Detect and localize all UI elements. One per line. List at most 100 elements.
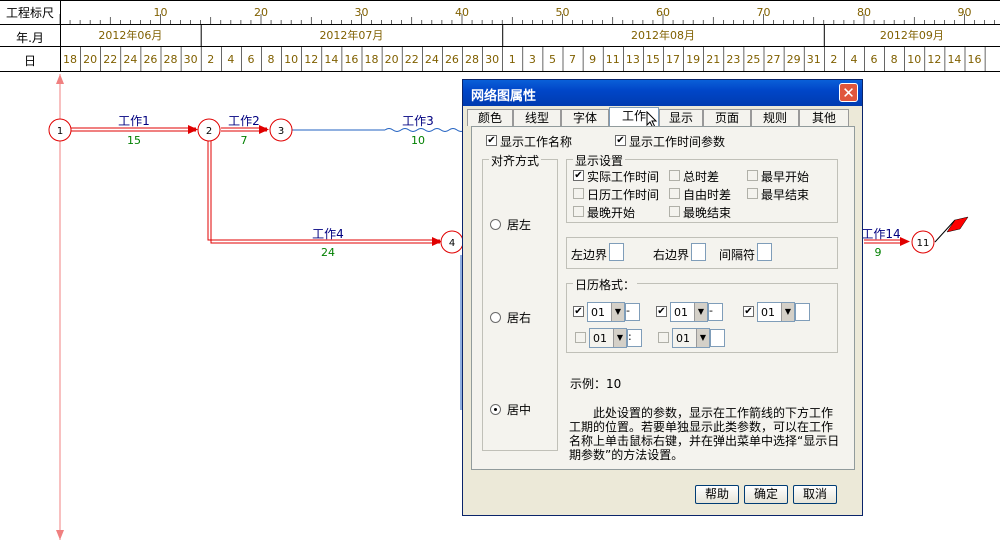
day-label: 11 <box>606 53 620 66</box>
chevron-down-icon: ▼ <box>613 329 626 347</box>
cal-hour-select[interactable]: 01▼ <box>589 328 627 348</box>
cal-hour-sep-input[interactable]: : <box>627 329 642 347</box>
tab-page[interactable]: 页面 <box>703 109 751 126</box>
work-duration-2: 7 <box>241 134 248 147</box>
tab-linetype[interactable]: 线型 <box>513 109 561 126</box>
tab-font[interactable]: 字体 <box>561 109 609 126</box>
node-11[interactable]: 11 <box>911 230 935 254</box>
cal-month-checkbox[interactable]: ✔ <box>656 306 667 317</box>
free-float-label: 自由时差 <box>683 188 732 202</box>
cal-year-select[interactable]: 01▼ <box>587 302 625 322</box>
latest-finish-checkbox[interactable] <box>669 206 680 217</box>
day-label: 12 <box>304 53 318 66</box>
cal-day-sep-input[interactable] <box>795 303 810 321</box>
day-label: 23 <box>726 53 740 66</box>
tab-rules[interactable]: 规则 <box>751 109 799 126</box>
cal-minute-sep-input[interactable] <box>710 329 725 347</box>
cal-hour-checkbox[interactable] <box>575 332 586 343</box>
svg-text:2: 2 <box>206 126 212 137</box>
cal-month-select[interactable]: 01▼ <box>670 302 708 322</box>
day-label: 6 <box>247 53 254 66</box>
node-1[interactable]: 1 <box>48 118 72 142</box>
node-2[interactable]: 2 <box>197 118 221 142</box>
show-work-name-label: 显示工作名称 <box>500 135 573 149</box>
calendar-work-time-checkbox[interactable] <box>573 188 584 199</box>
day-label: 2 <box>207 53 214 66</box>
close-icon[interactable]: ✕ <box>839 83 858 102</box>
cal-year-sep-input[interactable]: - <box>625 303 640 321</box>
day-label: 2 <box>830 53 837 66</box>
alignment-group: 对齐方式 居左 居右 居中 <box>482 152 558 451</box>
day-label: 8 <box>268 53 275 66</box>
calendar-format-group: 日历格式： ✔ 01▼ - ✔ 01▼ - ✔ 01▼ 01▼ : 01▼ <box>566 276 838 353</box>
ok-button[interactable]: 确定 <box>744 485 788 504</box>
network-diagram[interactable]: 1 2 3 4 11 工作1 15 工作2 7 工作3 10 工作4 24 工作… <box>0 72 1000 543</box>
day-label: 14 <box>324 53 338 66</box>
work-label-14[interactable]: 工作14 <box>861 227 900 241</box>
work-duration-4: 24 <box>321 246 335 259</box>
day-label: 30 <box>485 53 499 66</box>
left-margin-input[interactable] <box>609 243 624 261</box>
help-button[interactable]: 帮助 <box>695 485 739 504</box>
cal-year-checkbox[interactable]: ✔ <box>573 306 584 317</box>
svg-text:1: 1 <box>57 126 63 137</box>
work-label-3[interactable]: 工作3 <box>402 114 434 128</box>
day-label: 19 <box>686 53 700 66</box>
node-4[interactable]: 4 <box>440 230 464 254</box>
day-label: 12 <box>927 53 941 66</box>
right-margin-label: 右边界 <box>653 248 690 262</box>
cancel-button[interactable]: 取消 <box>793 485 837 504</box>
actual-work-time-checkbox[interactable]: ✔ <box>573 170 584 181</box>
show-work-time-checkbox[interactable]: ✔ <box>615 135 626 146</box>
show-work-name-checkbox[interactable]: ✔ <box>486 135 497 146</box>
tab-display[interactable]: 显示 <box>659 109 703 126</box>
tab-color[interactable]: 颜色 <box>467 109 513 126</box>
day-label: 7 <box>569 53 576 66</box>
earliest-finish-checkbox[interactable] <box>747 188 758 199</box>
work-label-1[interactable]: 工作1 <box>118 114 150 128</box>
dialog-titlebar[interactable]: 网络图属性 ✕ <box>463 80 862 106</box>
ruler-label-month: 年.月 <box>16 31 44 45</box>
cal-minute-checkbox[interactable] <box>658 332 669 343</box>
cal-day-checkbox[interactable]: ✔ <box>743 306 754 317</box>
day-label: 22 <box>103 53 117 66</box>
latest-start-checkbox[interactable] <box>573 206 584 217</box>
display-settings-group: 显示设置 ✔ 实际工作时间 总时差 最早开始 日历工作时间 自由时差 最早结束 … <box>566 152 838 223</box>
day-label: 18 <box>63 53 77 66</box>
network-properties-dialog[interactable]: 网络图属性 ✕ 颜色 线型 字体 工作 显示 页面 规则 其他 ✔ 显示工作名称… <box>462 79 863 516</box>
day-label: 27 <box>767 53 781 66</box>
cal-minute-select[interactable]: 01▼ <box>672 328 710 348</box>
scale-number: 90 <box>958 6 972 19</box>
day-label: 21 <box>706 53 720 66</box>
tab-other[interactable]: 其他 <box>799 109 849 126</box>
work-duration-3: 10 <box>411 134 425 147</box>
work-duration-1: 15 <box>127 134 141 147</box>
calendar-format-title: 日历格式： <box>573 276 638 293</box>
cal-day-select[interactable]: 01▼ <box>757 302 795 322</box>
day-label: 24 <box>123 53 137 66</box>
work-label-4[interactable]: 工作4 <box>312 227 344 241</box>
scale-number: 50 <box>556 6 570 19</box>
day-label: 5 <box>549 53 556 66</box>
day-label: 26 <box>445 53 459 66</box>
align-left-radio[interactable] <box>490 219 501 230</box>
earliest-start-checkbox[interactable] <box>747 170 758 181</box>
right-margin-input[interactable] <box>691 243 706 261</box>
align-center-radio[interactable] <box>490 404 501 415</box>
show-work-time-label: 显示工作时间参数 <box>629 135 726 149</box>
chevron-down-icon: ▼ <box>694 303 707 321</box>
day-label: 29 <box>787 53 801 66</box>
cal-month-sep-input[interactable]: - <box>708 303 723 321</box>
free-float-checkbox[interactable] <box>669 188 680 199</box>
node-3[interactable]: 3 <box>269 118 293 142</box>
day-label: 26 <box>143 53 157 66</box>
day-label: 15 <box>646 53 660 66</box>
day-label: 16 <box>344 53 358 66</box>
day-label: 22 <box>405 53 419 66</box>
month-label: 2012年07月 <box>319 28 383 42</box>
separator-input[interactable] <box>757 243 772 261</box>
work-label-2[interactable]: 工作2 <box>228 114 260 128</box>
align-right-radio[interactable] <box>490 312 501 323</box>
total-float-checkbox[interactable] <box>669 170 680 181</box>
svg-text:11: 11 <box>917 238 930 249</box>
